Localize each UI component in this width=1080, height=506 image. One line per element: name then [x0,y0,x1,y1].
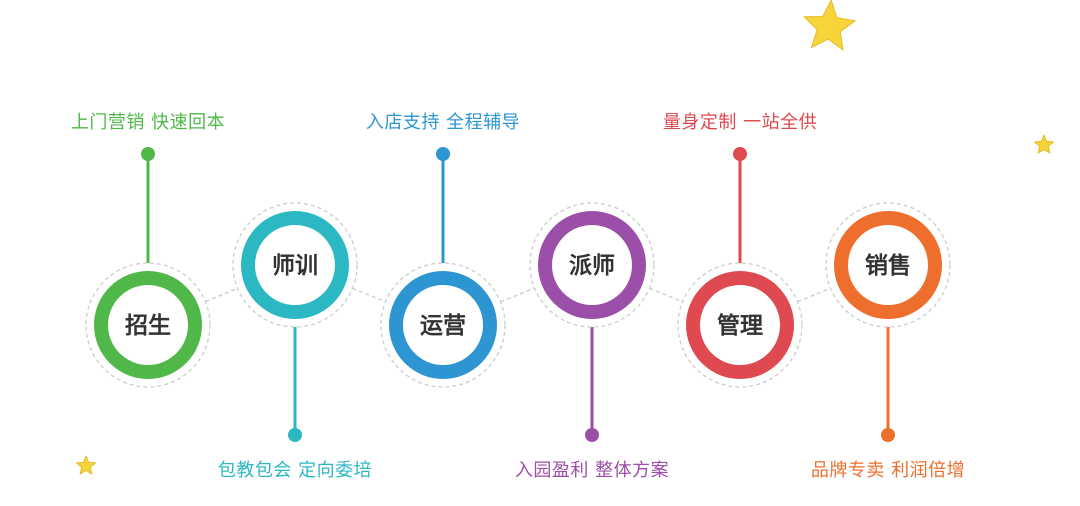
stem-dot [585,428,599,442]
star-icon [803,0,856,51]
connector-line [205,287,238,303]
stem-dot [436,147,450,161]
node-label: 管理 [717,312,763,339]
node-ring [834,211,942,319]
stem-dot [141,147,155,161]
connector-line [797,287,831,303]
stems [141,147,895,442]
node-caption: 包教包会 定向委培 [218,460,372,481]
connector-line [500,287,535,303]
star-icon [1034,134,1054,154]
node-ring [241,211,349,319]
stem-dot [288,428,302,442]
node-label: 销售 [865,252,911,279]
node-label: 派师 [569,253,615,279]
node-label: 运营 [420,313,466,339]
connector-line [649,287,683,303]
node-caption: 上门营销 快速回本 [71,112,225,133]
connector-line [352,287,386,303]
node-ring [389,271,497,379]
node-ring [94,271,202,379]
node-label: 师训 [272,253,318,279]
node-ring [686,271,794,379]
dashed-connectors [205,287,831,303]
node-caption: 量身定制 一站全供 [663,112,817,133]
node-caption: 入园盈利 整体方案 [515,460,669,481]
stem-dot [733,147,747,161]
stem-dot [881,428,895,442]
stars [76,0,1054,475]
node-caption: 品牌专卖 利润倍增 [811,460,965,481]
node-ring [538,211,646,319]
node-label: 招生 [125,312,171,339]
star-icon [76,455,96,475]
node-caption: 入店支持 全程辅导 [366,112,520,133]
